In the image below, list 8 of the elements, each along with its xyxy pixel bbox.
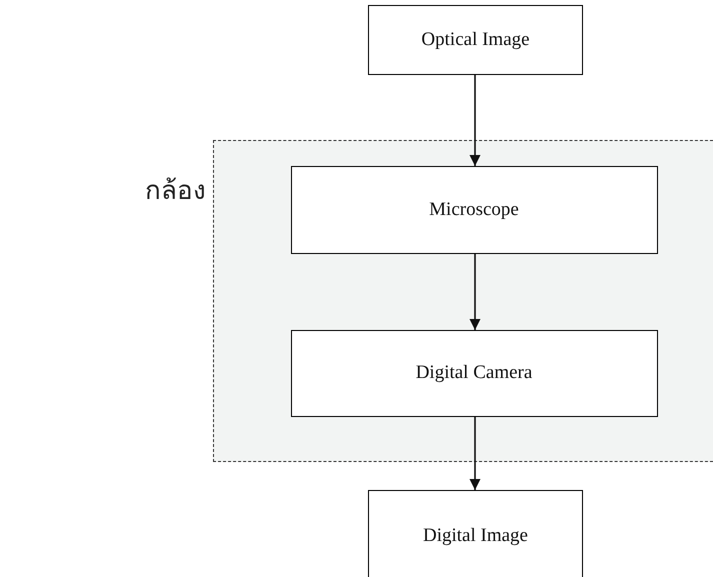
arrow (469, 417, 481, 490)
group-heading: กล้อง (145, 175, 206, 207)
process-box: Microscope (290, 166, 658, 254)
process-box: Digital Camera (290, 330, 658, 416)
arrow (469, 75, 481, 166)
process-box: Digital Image (368, 490, 583, 577)
arrow (469, 254, 481, 330)
process-box: Optical Image (368, 5, 583, 75)
